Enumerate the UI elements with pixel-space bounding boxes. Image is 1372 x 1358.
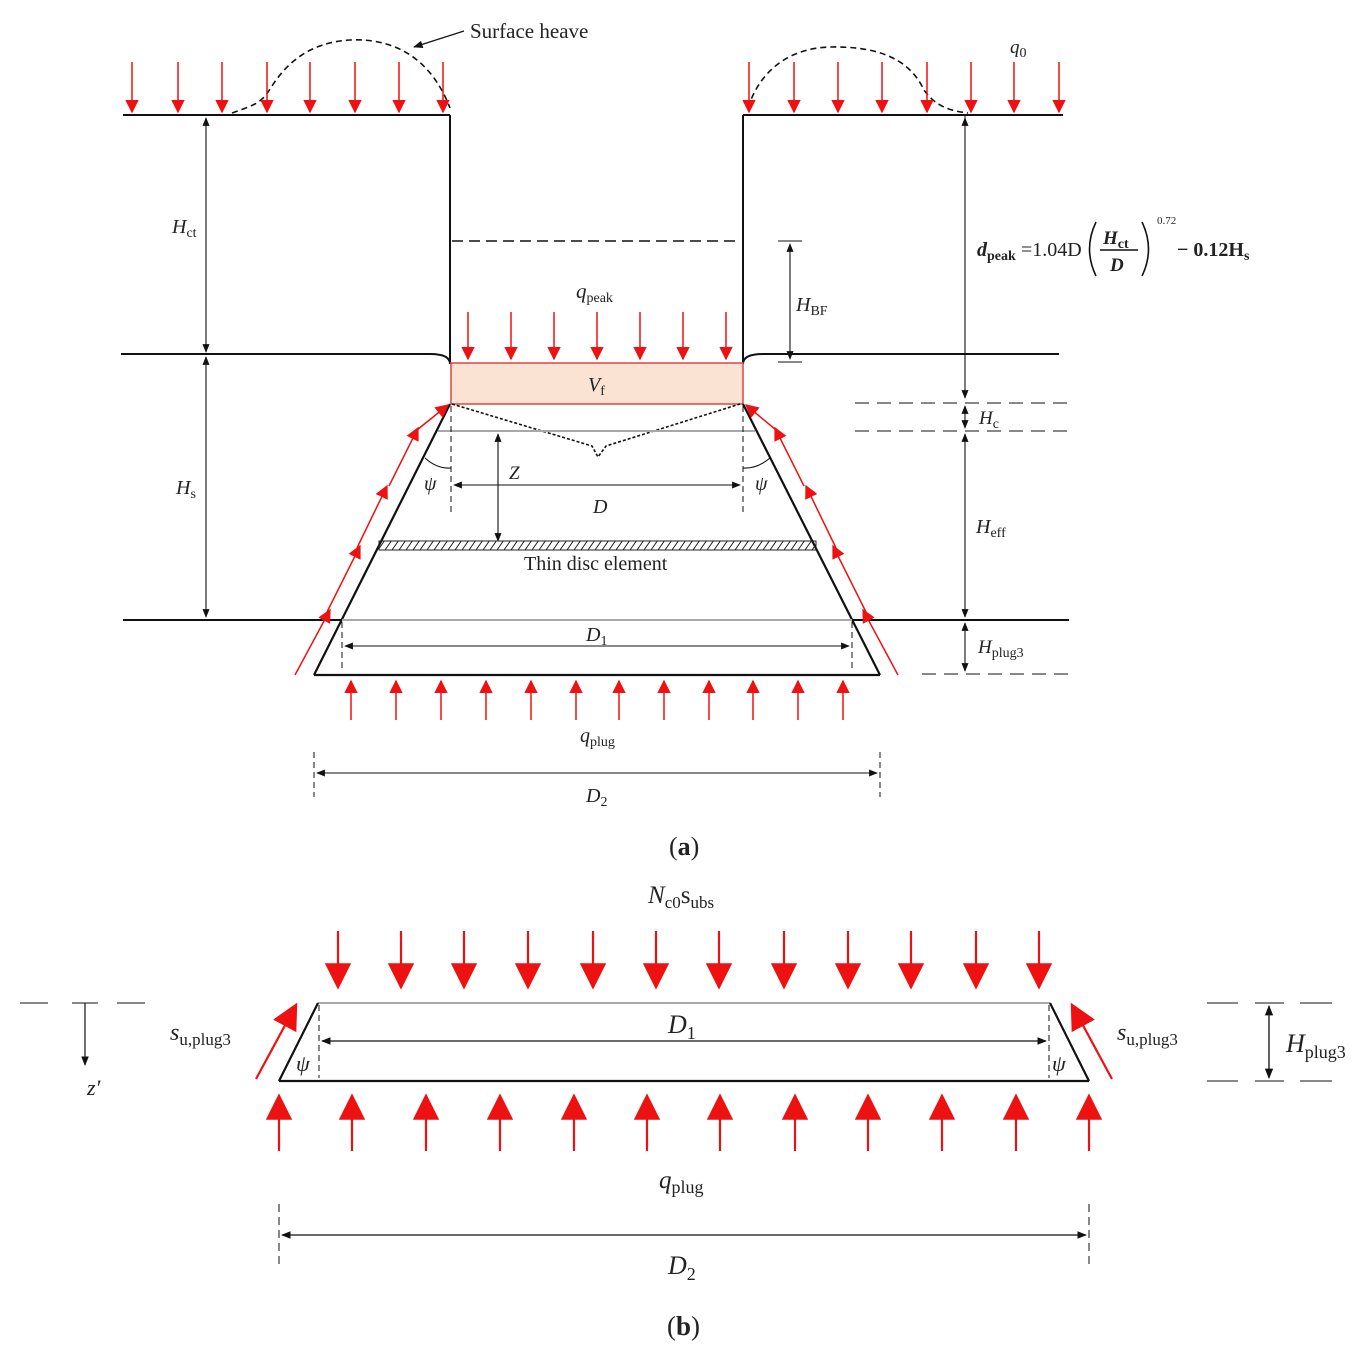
side-shear-arrow-right <box>805 484 837 549</box>
side-shear-arrows-b <box>255 1002 1113 1080</box>
qplug-label-b: qplug <box>659 1167 704 1197</box>
heff-label: Heff <box>975 516 1006 541</box>
bottom-load-arrows-b <box>265 1093 1103 1151</box>
eq-exponent: 0.72 <box>1157 215 1176 227</box>
d2-label-a: D2 <box>585 785 607 810</box>
d1-label-b: D1 <box>667 1010 696 1043</box>
psi-arc-left <box>424 457 452 469</box>
surface-heave-label: Surface heave <box>470 19 588 43</box>
z-label: Z <box>509 463 520 484</box>
panel-b: Nc0subs z′ D1 ψ ψ su,plug3 su,plug3 Hplu… <box>20 882 1346 1341</box>
stratum-surface-right <box>742 353 1059 365</box>
side-shear-arrow-left <box>388 426 419 487</box>
psi-left-b: ψ <box>296 1051 310 1076</box>
q0-label: q0 <box>1010 37 1027 61</box>
side-shear-arrow-left <box>326 544 361 613</box>
psi-left-label: ψ <box>424 473 437 495</box>
svg-text:dpeak: dpeak <box>977 239 1016 264</box>
hbf-label: HBF <box>795 294 828 319</box>
eq-frac-num: Hct <box>1102 228 1129 252</box>
side-shear-arrow-left <box>356 484 388 549</box>
surface-heave-left <box>231 39 451 114</box>
peak-load-arrows <box>461 312 733 361</box>
side-shear-arrow-left-b <box>255 1002 298 1080</box>
side-shear-arrow-right-b <box>1070 1002 1113 1080</box>
qpeak-label: qpeak <box>576 279 613 306</box>
su-right-label: su,plug3 <box>1117 1020 1178 1049</box>
vf-zone <box>450 362 744 405</box>
panel-a: Surface heave q0 Hct Hs HBF qpeak Vf <box>121 19 1250 861</box>
stratum-surface-left <box>121 353 451 365</box>
dpeak-equation: dpeak =1.04D Hct D 0.72 − 0.12Hs <box>977 215 1250 277</box>
hct-label: Hct <box>171 216 197 241</box>
side-shear-arrows <box>294 404 899 676</box>
hs-label: Hs <box>175 477 196 502</box>
d-label: D <box>592 496 608 518</box>
psi-arc-right <box>742 457 771 469</box>
hplug3-label-b: Hplug3 <box>1285 1029 1346 1062</box>
plug-side-left-b <box>278 1002 319 1082</box>
thin-disc-label: Thin disc element <box>524 553 668 575</box>
psi-right-label: ψ <box>755 473 768 495</box>
surface-load-arrows <box>125 62 1066 114</box>
eq-lhs: d <box>977 239 988 261</box>
eq-paren-right <box>1141 221 1150 277</box>
hc-label: Hc <box>978 408 999 432</box>
plug-base-load-arrows <box>344 679 850 720</box>
eq-tail: − 0.12H <box>1177 239 1244 261</box>
psi-right-b: ψ <box>1052 1051 1066 1076</box>
caption-a: (a) <box>669 832 699 861</box>
side-shear-arrow-right <box>832 544 867 613</box>
surface-heave-pointer <box>413 30 465 49</box>
side-shear-arrow-right <box>744 404 777 431</box>
side-shear-arrow-right <box>862 608 899 676</box>
thin-disc-element <box>378 540 817 551</box>
vf-label: Vf <box>588 374 605 399</box>
qplug-label-a: qplug <box>580 725 615 750</box>
hplug3-label-a: Hplug3 <box>977 637 1024 661</box>
eq-paren-left <box>1088 221 1097 277</box>
d2-label-b: D2 <box>667 1251 696 1284</box>
plug-side-right <box>742 403 881 676</box>
plug-side-right-b <box>1049 1002 1090 1082</box>
nc0-subs-label: Nc0subs <box>647 882 714 912</box>
side-shear-arrow-left <box>416 404 450 431</box>
zprime-label: z′ <box>86 1075 102 1100</box>
su-left-label: su,plug3 <box>170 1020 231 1049</box>
plug-side-left <box>313 403 451 676</box>
side-shear-arrow-right <box>774 426 805 487</box>
side-shear-arrow-left <box>294 608 331 676</box>
eq-coefficient: =1.04D <box>1021 239 1082 261</box>
d1-label: D1 <box>585 624 607 649</box>
top-load-arrows <box>324 931 1053 990</box>
eq-frac-den: D <box>1109 255 1124 276</box>
caption-b: (b) <box>667 1311 700 1341</box>
svg-text:− 0.12Hs: − 0.12Hs <box>1177 239 1250 264</box>
surface-heave-right <box>747 46 969 114</box>
